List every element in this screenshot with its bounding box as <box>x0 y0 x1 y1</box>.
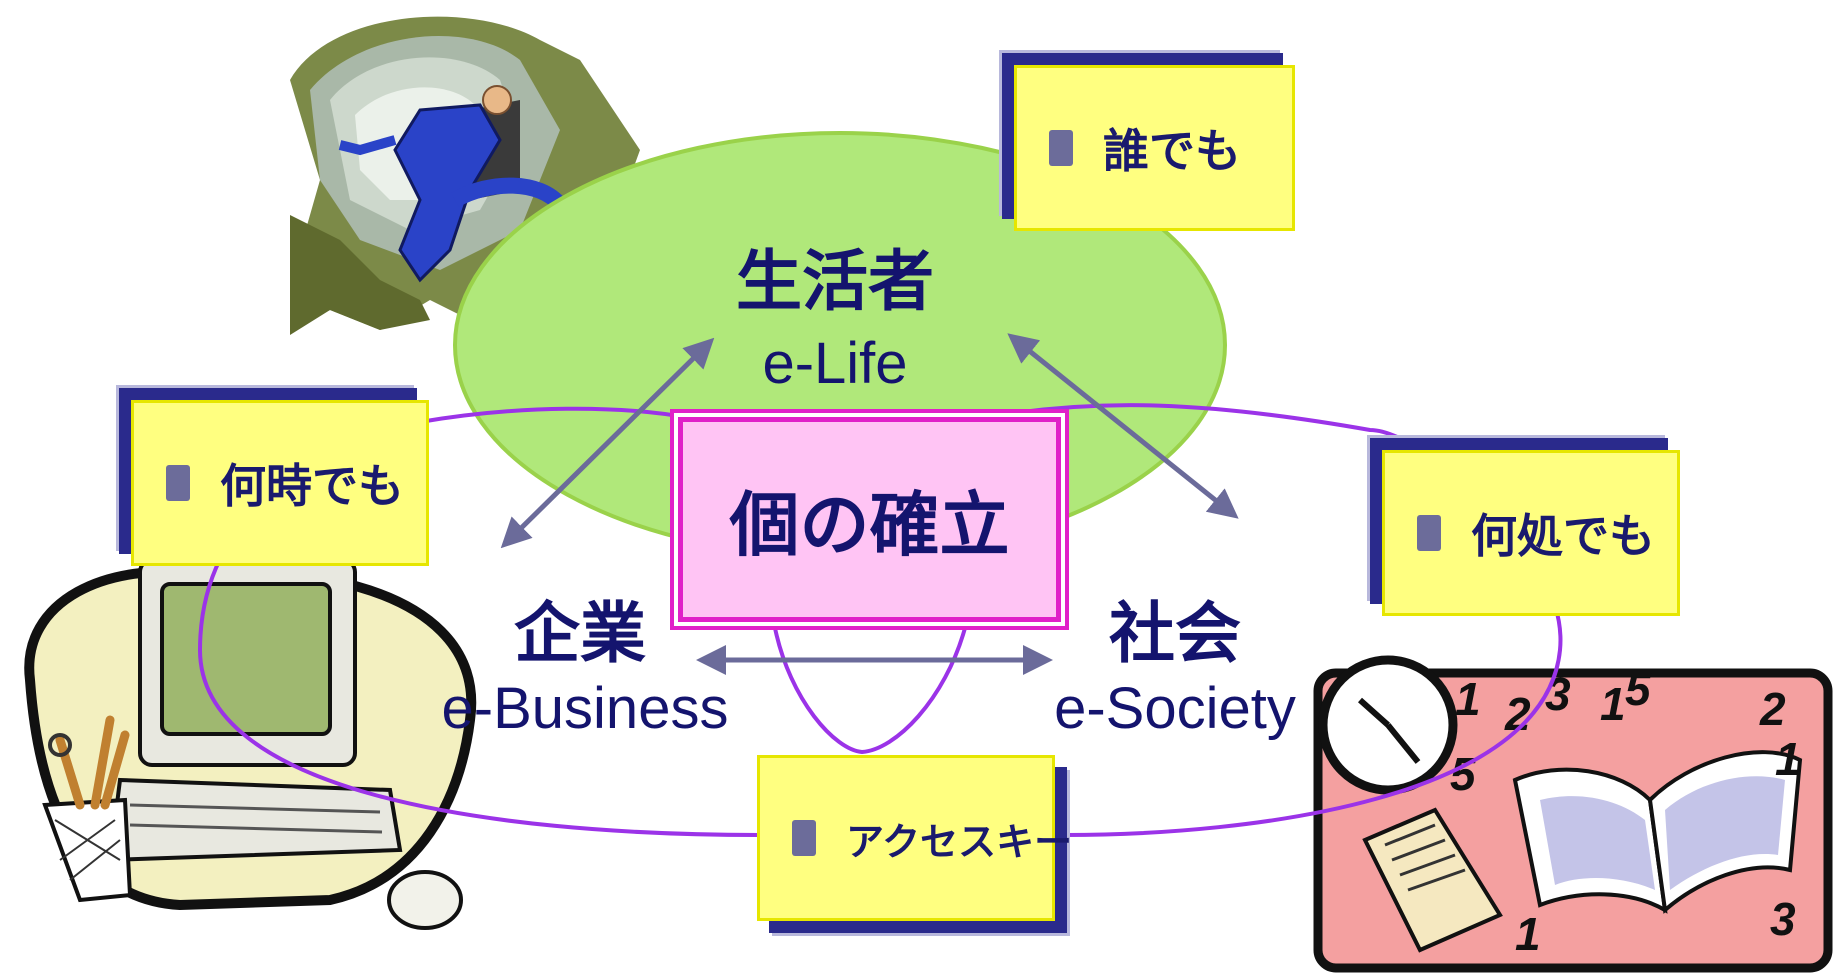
tag-anyone-label: 誰でも <box>1103 124 1241 178</box>
tag-anyone: 誰でも <box>1014 65 1295 231</box>
svg-text:1: 1 <box>1455 673 1481 725</box>
society-jp-label: 社会 <box>1109 595 1241 672</box>
bullet-icon <box>1049 130 1073 166</box>
business-jp-label: 企業 <box>514 595 646 672</box>
consumer-jp-label: 生活者 <box>736 243 934 320</box>
tag-anytime-label: 何時でも <box>220 459 404 513</box>
svg-text:3: 3 <box>1545 668 1571 720</box>
tag-anytime: 何時でも <box>131 400 429 566</box>
svg-text:1: 1 <box>1600 678 1626 730</box>
svg-text:1: 1 <box>1775 733 1801 785</box>
center-concept-box: 個の確立 <box>678 417 1061 622</box>
bullet-icon <box>166 465 190 501</box>
svg-text:3: 3 <box>1770 893 1796 945</box>
svg-text:5: 5 <box>1625 663 1652 715</box>
consumer-en-label: e-Life <box>762 331 908 396</box>
svg-text:1: 1 <box>1515 908 1541 960</box>
computer-clipart-icon <box>24 558 477 930</box>
bullet-icon <box>1417 515 1441 551</box>
relationship-arrows <box>500 333 1239 675</box>
tag-anywhere-label: 何処でも <box>1471 509 1655 563</box>
bullet-icon <box>792 820 816 856</box>
svg-text:2: 2 <box>1759 683 1786 735</box>
tag-access-key-label: アクセスキー <box>846 819 1073 864</box>
tag-anywhere: 何処でも <box>1382 450 1680 616</box>
center-label: 個の確立 <box>729 484 1010 566</box>
society-en-label: e-Society <box>1054 676 1296 741</box>
climber-clipart-icon <box>290 16 640 335</box>
tag-access-key: アクセスキー <box>757 755 1072 921</box>
business-en-label: e-Business <box>441 676 729 741</box>
svg-text:5: 5 <box>1450 748 1477 800</box>
